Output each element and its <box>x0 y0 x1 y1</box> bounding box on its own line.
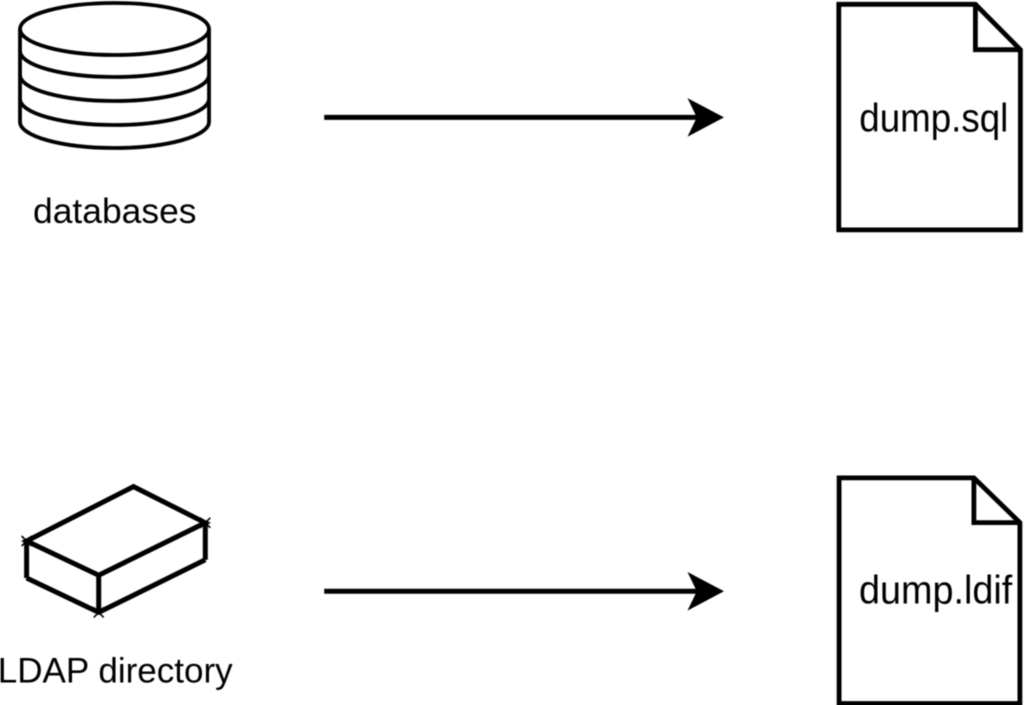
svg-text:dump.sql: dump.sql <box>859 97 1008 141</box>
svg-text:databases: databases <box>33 191 197 231</box>
svg-text:LDAP directory: LDAP directory <box>0 651 233 691</box>
svg-text:dump.ldif: dump.ldif <box>859 569 1013 613</box>
